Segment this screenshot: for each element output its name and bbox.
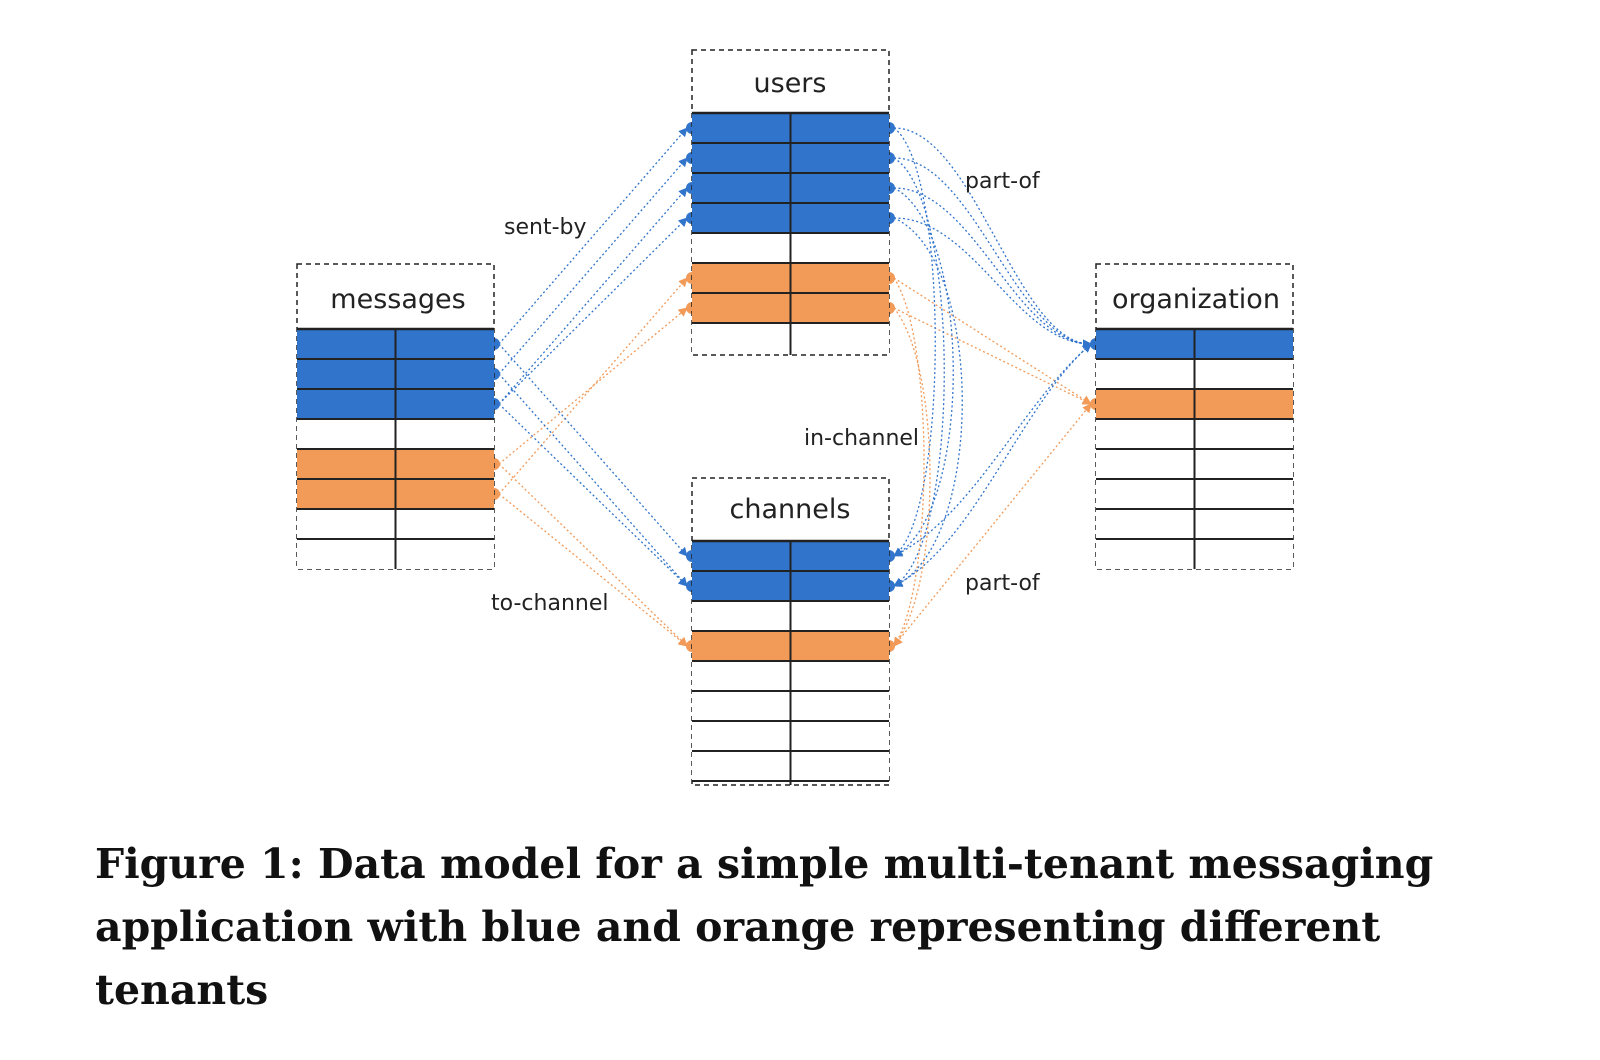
in-channel-edge: [893, 217, 963, 587]
messages-table-rows: [297, 327, 494, 569]
sent-by-edge: [498, 127, 688, 345]
part-of-users-label: part-of: [965, 169, 1041, 194]
to-channel-edge: [498, 373, 688, 587]
in-channel-edge: [893, 127, 936, 557]
to-channel-label: to-channel: [491, 591, 609, 616]
messages-table-title: messages: [330, 284, 465, 315]
to-channel-edge: [498, 343, 688, 557]
to-channel-edge: [498, 493, 688, 647]
sent-by-edge: [498, 187, 688, 405]
sent-by-edge: [498, 157, 688, 375]
part-of-edge: [893, 307, 1092, 405]
in-channel-edge: [893, 307, 931, 647]
part-of-edge: [893, 217, 1092, 349]
organization-table-title: organization: [1112, 284, 1280, 315]
sent-by-edge: [498, 277, 688, 495]
to-channel-edge: [498, 463, 688, 647]
part-of-channels-label: part-of: [965, 571, 1041, 596]
sent-by-edge: [498, 217, 688, 405]
part-of-edge: [893, 343, 1092, 587]
users-table-title: users: [754, 68, 827, 99]
sent-by-label: sent-by: [504, 215, 587, 240]
data-model-diagram: messages users channels organization sen…: [296, 49, 1294, 786]
in-channel-edge: [893, 277, 925, 647]
channels-table: channels: [691, 477, 890, 786]
part-of-edge: [893, 277, 1092, 405]
organization-table-rows: [1096, 327, 1293, 569]
sent-by-edge: [498, 307, 688, 465]
part-of-edge: [893, 157, 1092, 349]
users-table-rows: [692, 111, 889, 355]
part-of-edge: [893, 127, 1092, 349]
channels-table-rows: [692, 539, 889, 785]
users-table: users: [691, 49, 890, 356]
channels-table-title: channels: [730, 494, 851, 525]
in-channel-label: in-channel: [804, 426, 919, 451]
organization-table: organization: [1095, 263, 1294, 570]
in-channel-edge: [893, 157, 945, 587]
messages-table: messages: [296, 263, 495, 570]
part-of-edge: [893, 187, 1092, 349]
figure-caption: Figure 1: Data model for a simple multi-…: [95, 840, 1434, 1014]
to-channel-edge: [498, 403, 688, 587]
